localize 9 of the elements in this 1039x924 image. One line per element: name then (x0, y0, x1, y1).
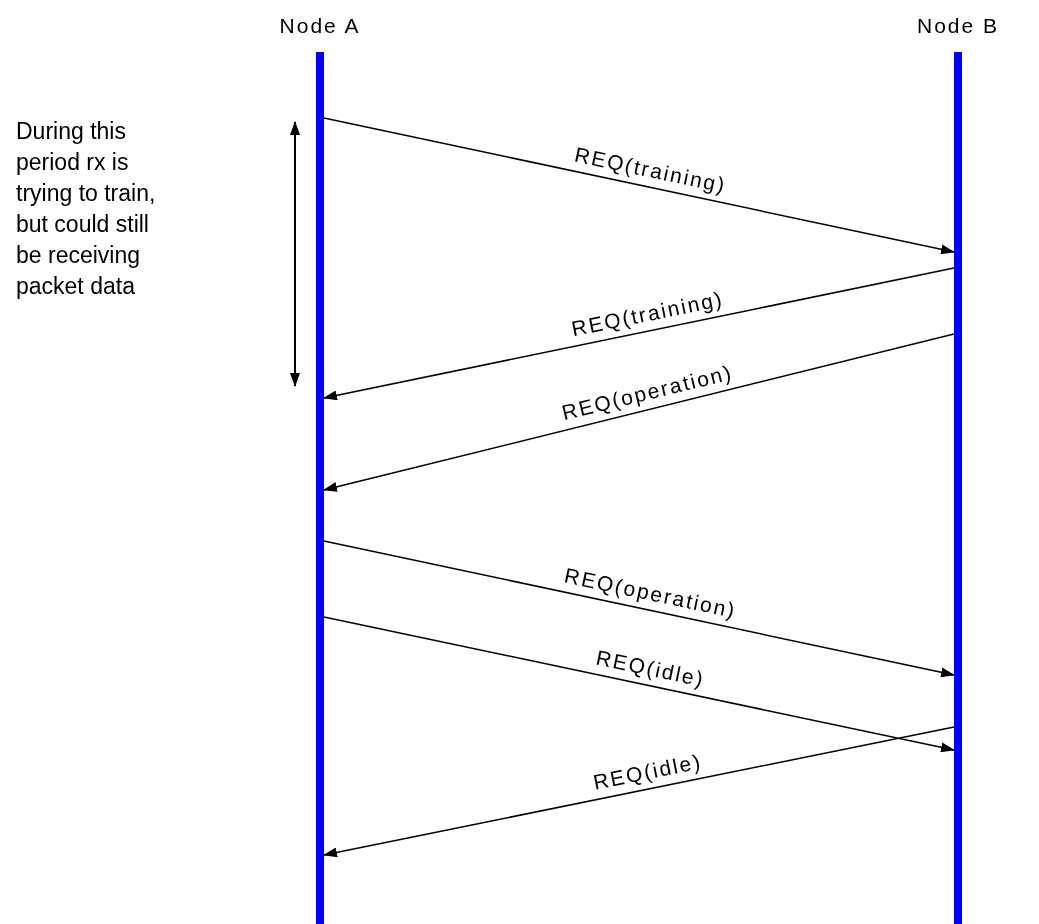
message-arrow (323, 333, 955, 492)
note-text: During this period rx is trying to train, but could still be receiving packet data (16, 117, 157, 301)
message-arrow (323, 267, 955, 401)
message-arrow (323, 540, 955, 678)
lifeline-label: Node A (278, 14, 362, 38)
lifeline-label: Node B (915, 14, 1000, 38)
message-arrow (323, 726, 955, 858)
message-arrow (323, 117, 955, 255)
message-arrow (323, 616, 955, 753)
